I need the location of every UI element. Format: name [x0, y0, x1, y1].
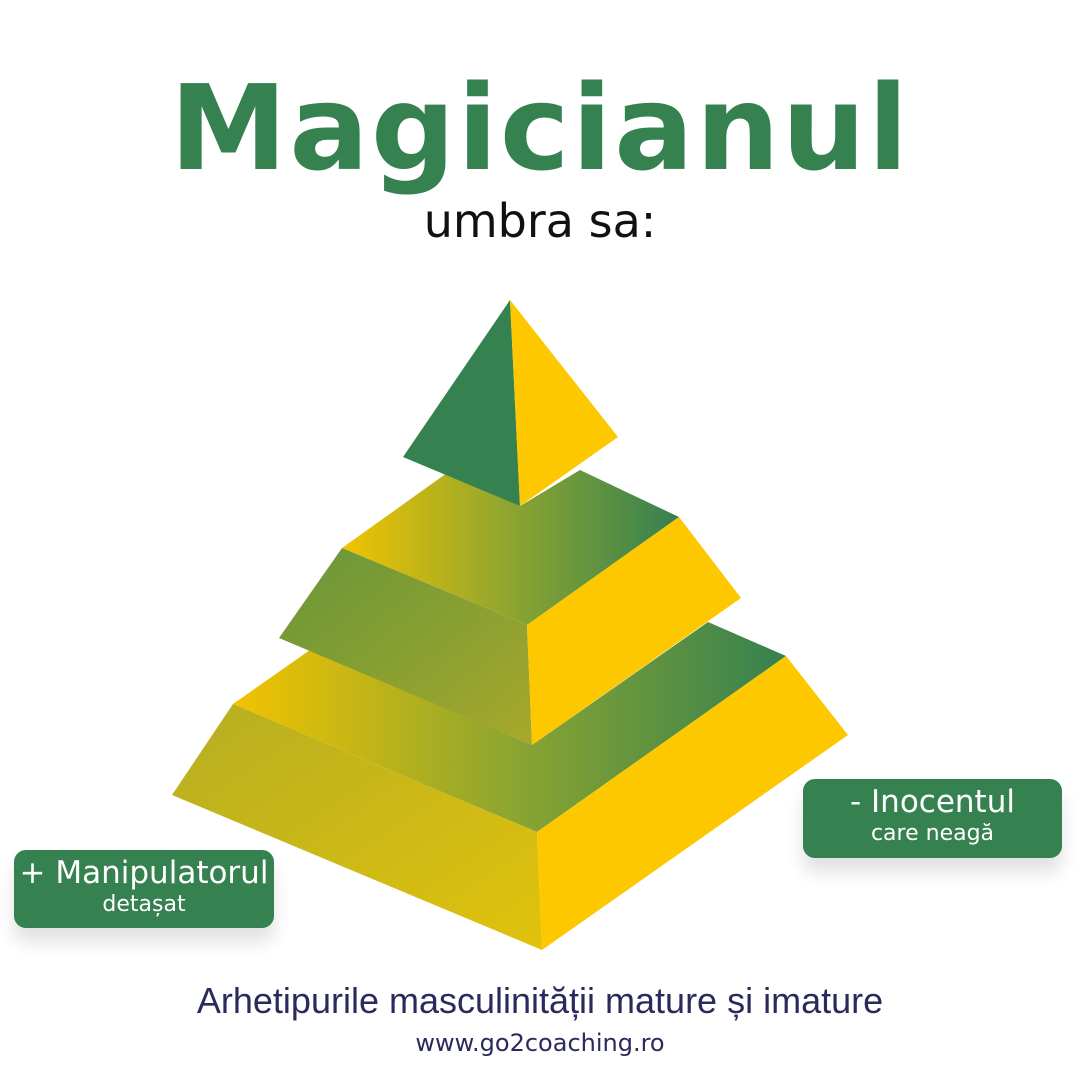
- middle-tier-right: [527, 517, 741, 745]
- page-subtitle: umbra sa:: [423, 194, 657, 248]
- negative-shadow-name: - Inocentul: [850, 784, 1015, 820]
- bottom-tier-top: [233, 622, 786, 832]
- middle-tier-left: [279, 548, 532, 745]
- apex-right: [510, 300, 618, 506]
- apex-left: [403, 300, 520, 506]
- positive-shadow-desc: detașat: [102, 892, 186, 917]
- bottom-tier-left: [172, 704, 542, 950]
- page-title: Magicianul: [169, 59, 911, 197]
- bottom-tier-right: [537, 656, 848, 950]
- negative-shadow-desc: care neagă: [870, 821, 995, 846]
- positive-shadow-label: + Manipulatorul detașat: [14, 850, 274, 928]
- middle-tier-top: [342, 470, 679, 625]
- positive-shadow-name: + Manipulatorul: [19, 855, 269, 891]
- negative-shadow-label: - Inocentul care neagă: [803, 779, 1062, 858]
- website-link[interactable]: www.go2coaching.ro: [415, 1029, 665, 1057]
- footer-caption: Arhetipurile masculinității mature și im…: [196, 980, 884, 1021]
